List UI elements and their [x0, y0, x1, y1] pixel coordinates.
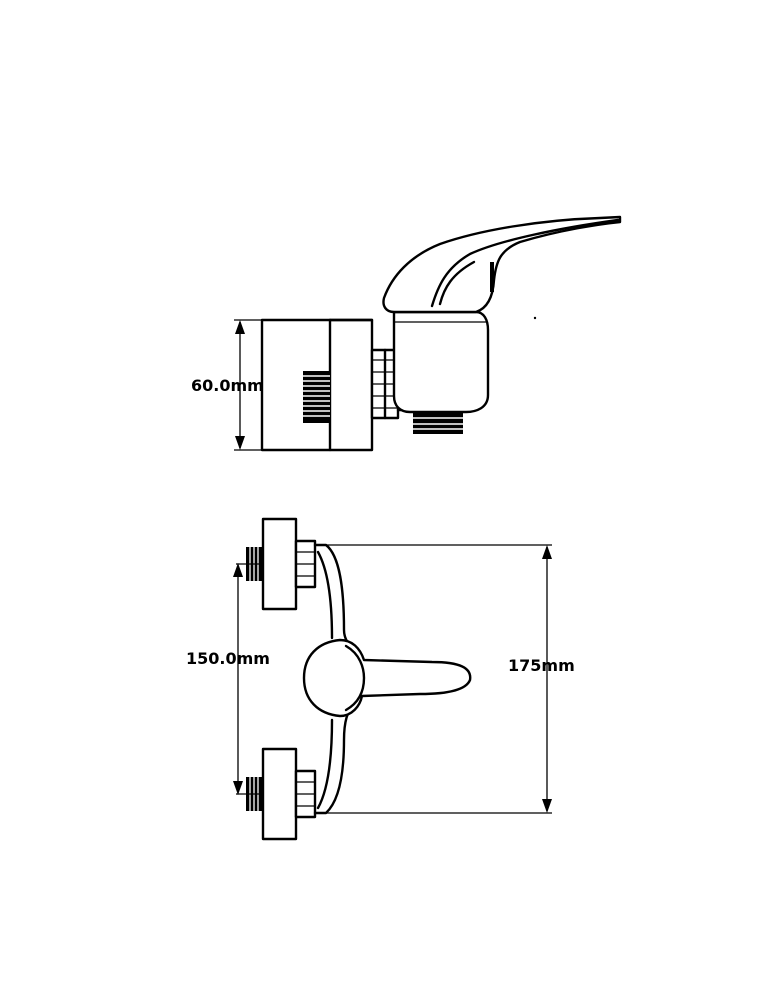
side-lever-crease: [430, 218, 620, 308]
dim-width-arrow-bottom: [542, 799, 552, 813]
side-wall-block: [260, 318, 374, 452]
dim-spacing: [233, 563, 263, 795]
side-main-body: [392, 310, 490, 414]
side-lever-inner: [438, 260, 476, 306]
dim-width-label: 175mm: [508, 656, 575, 675]
front-lever-hub: [302, 638, 472, 718]
front-lever-ridge: [344, 644, 366, 712]
front-inlet-upper: [246, 517, 317, 611]
dim-spacing-arrow-top: [233, 563, 243, 577]
stray-dot: [533, 316, 537, 320]
dim-spacing-label: 150.0mm: [186, 649, 270, 668]
side-outlet-nozzle: [413, 412, 463, 434]
side-lever-handle: [382, 215, 622, 314]
side-threaded-inlet: [303, 371, 330, 423]
dim-width: [326, 544, 552, 814]
front-lever: [302, 638, 472, 718]
side-view: 60.0mm: [191, 215, 622, 452]
side-lever-cap: [490, 262, 494, 292]
front-view: 150.0mm 175mm: [186, 517, 575, 841]
dim-width-arrow-top: [542, 545, 552, 559]
front-body-inner: [316, 550, 334, 810]
dim-height-label: 60.0mm: [191, 376, 264, 395]
dim-height: [234, 319, 262, 451]
dim-height-arrow-bottom: [235, 436, 245, 450]
dim-spacing-arrow-bottom: [233, 781, 243, 795]
dim-height-arrow-top: [235, 320, 245, 334]
